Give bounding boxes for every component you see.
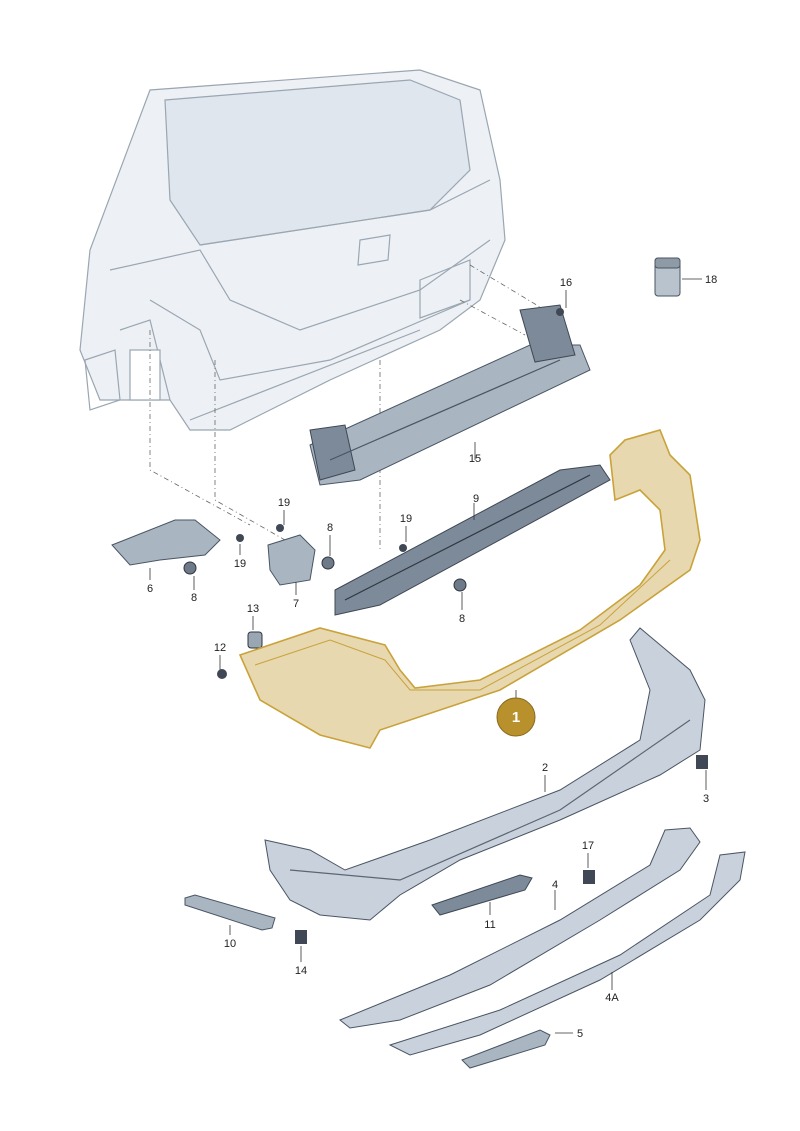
- callout-13: 13: [247, 603, 259, 615]
- callout-9: 9: [473, 493, 479, 505]
- part-5-reflector[interactable]: [461, 1029, 551, 1069]
- callout-3: 3: [703, 793, 709, 805]
- callout-16: 16: [560, 277, 572, 289]
- callout-19-c: 19: [234, 558, 246, 570]
- callout-8-c: 8: [459, 613, 465, 625]
- callout-17: 17: [582, 840, 594, 852]
- callout-15: 15: [469, 453, 481, 465]
- part-9-sill-trim[interactable]: [334, 464, 611, 616]
- callout-10: 10: [224, 938, 236, 950]
- callout-8-a: 8: [327, 522, 333, 534]
- part-4a-diffuser[interactable]: [388, 851, 746, 1056]
- callout-2: 2: [542, 762, 548, 774]
- callout-6: 6: [147, 583, 153, 595]
- fasteners: [183, 308, 708, 944]
- part-10-strip[interactable]: [184, 894, 276, 931]
- callout-19-b: 19: [400, 513, 412, 525]
- callout-1: 1: [512, 709, 520, 726]
- callout-19-a: 19: [278, 497, 290, 509]
- callout-5: 5: [577, 1028, 583, 1040]
- assembly-guide-lines: [149, 264, 546, 550]
- callout-18: 18: [705, 274, 717, 286]
- callout-8-b: 8: [191, 592, 197, 604]
- part-6-bracket[interactable]: [111, 519, 221, 566]
- part-1-bumper-cover-upper[interactable]: [238, 429, 701, 749]
- callout-7: 7: [293, 598, 299, 610]
- callout-11: 11: [484, 919, 495, 931]
- vehicle-rear-body: [79, 69, 506, 431]
- part-2-bumper-cover-lower[interactable]: [264, 627, 706, 921]
- callout-12: 12: [214, 642, 226, 654]
- callout-14: 14: [295, 965, 307, 977]
- part-1-badge[interactable]: 1: [496, 697, 536, 737]
- part-11-reflector[interactable]: [431, 874, 533, 916]
- callout-4: 4: [552, 879, 558, 891]
- part-7-mount[interactable]: [267, 534, 316, 586]
- part-18-clip[interactable]: [654, 257, 681, 297]
- part-15-reinforcement-bar[interactable]: [309, 304, 591, 486]
- callout-4a: 4A: [605, 992, 619, 1004]
- part-4-diffuser[interactable]: [339, 827, 701, 1029]
- callout-labels: 16 18 15 9 19 8 19 19 6 8 7 8 13 12 2 3 …: [147, 274, 717, 1040]
